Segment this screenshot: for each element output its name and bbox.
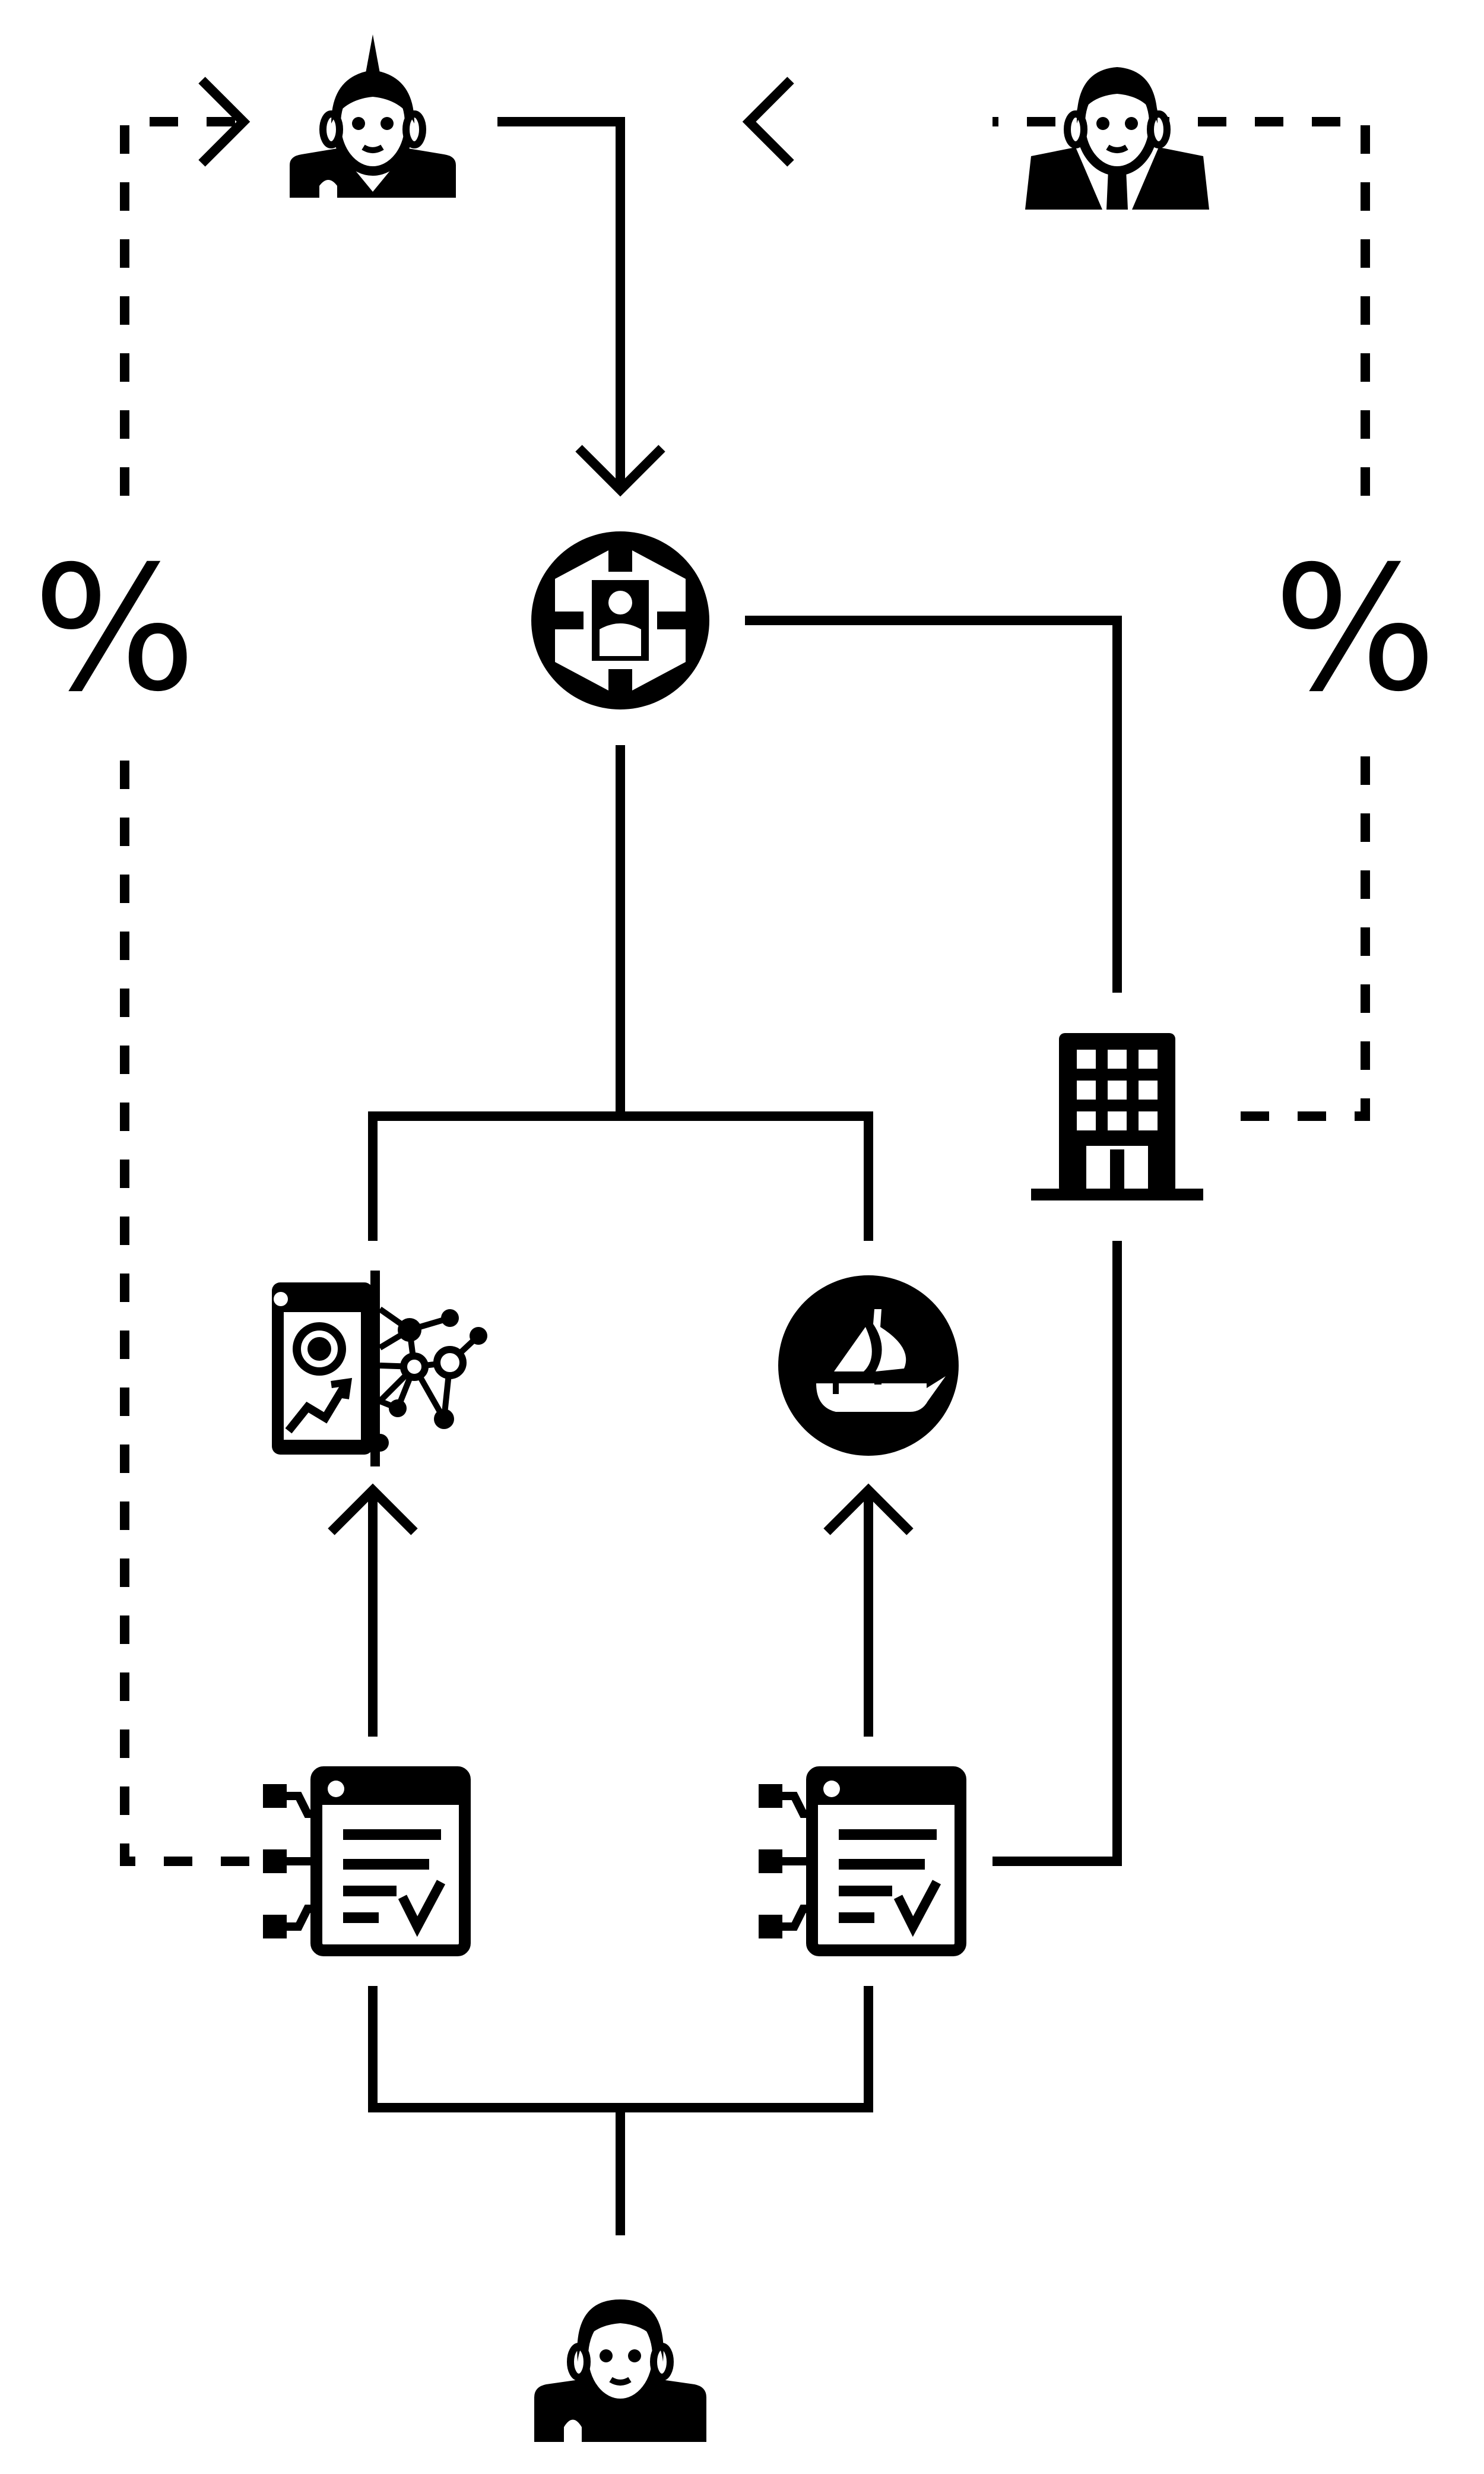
nft-image-network-icon: [272, 1271, 487, 1466]
businessman-icon: [1025, 67, 1209, 210]
dashed-company-to-businessman: [1241, 745, 1370, 1121]
office-building-icon: [1031, 1033, 1203, 1200]
connector-globe-to-split: [368, 745, 873, 1241]
connector-woman-to-globe: [497, 117, 625, 487]
connector-contracts-to-creator: [368, 1986, 873, 2235]
man-user-icon: [534, 2299, 706, 2442]
dashed-connectors: [120, 117, 1370, 1866]
globe-person-icon: [531, 531, 709, 709]
dashed-left-contract-to-woman: [120, 745, 249, 1866]
dashed-left-up-to-woman: [120, 117, 237, 496]
smart-contract-icon: [263, 1772, 465, 1950]
arrow-head-left-icon: [749, 80, 791, 163]
right-percent-label: %: [1273, 530, 1437, 730]
connector-globe-to-company: [745, 616, 1122, 993]
connector-company-to-right-contract: [992, 1241, 1122, 1866]
woman-user-icon: [290, 34, 456, 198]
smart-contract-icon: [759, 1772, 960, 1950]
left-percent-label: %: [33, 530, 196, 730]
dashed-right-up-to-businessman: [992, 117, 1370, 496]
opensea-ship-icon: [778, 1275, 959, 1456]
connectors: [331, 117, 1122, 2235]
